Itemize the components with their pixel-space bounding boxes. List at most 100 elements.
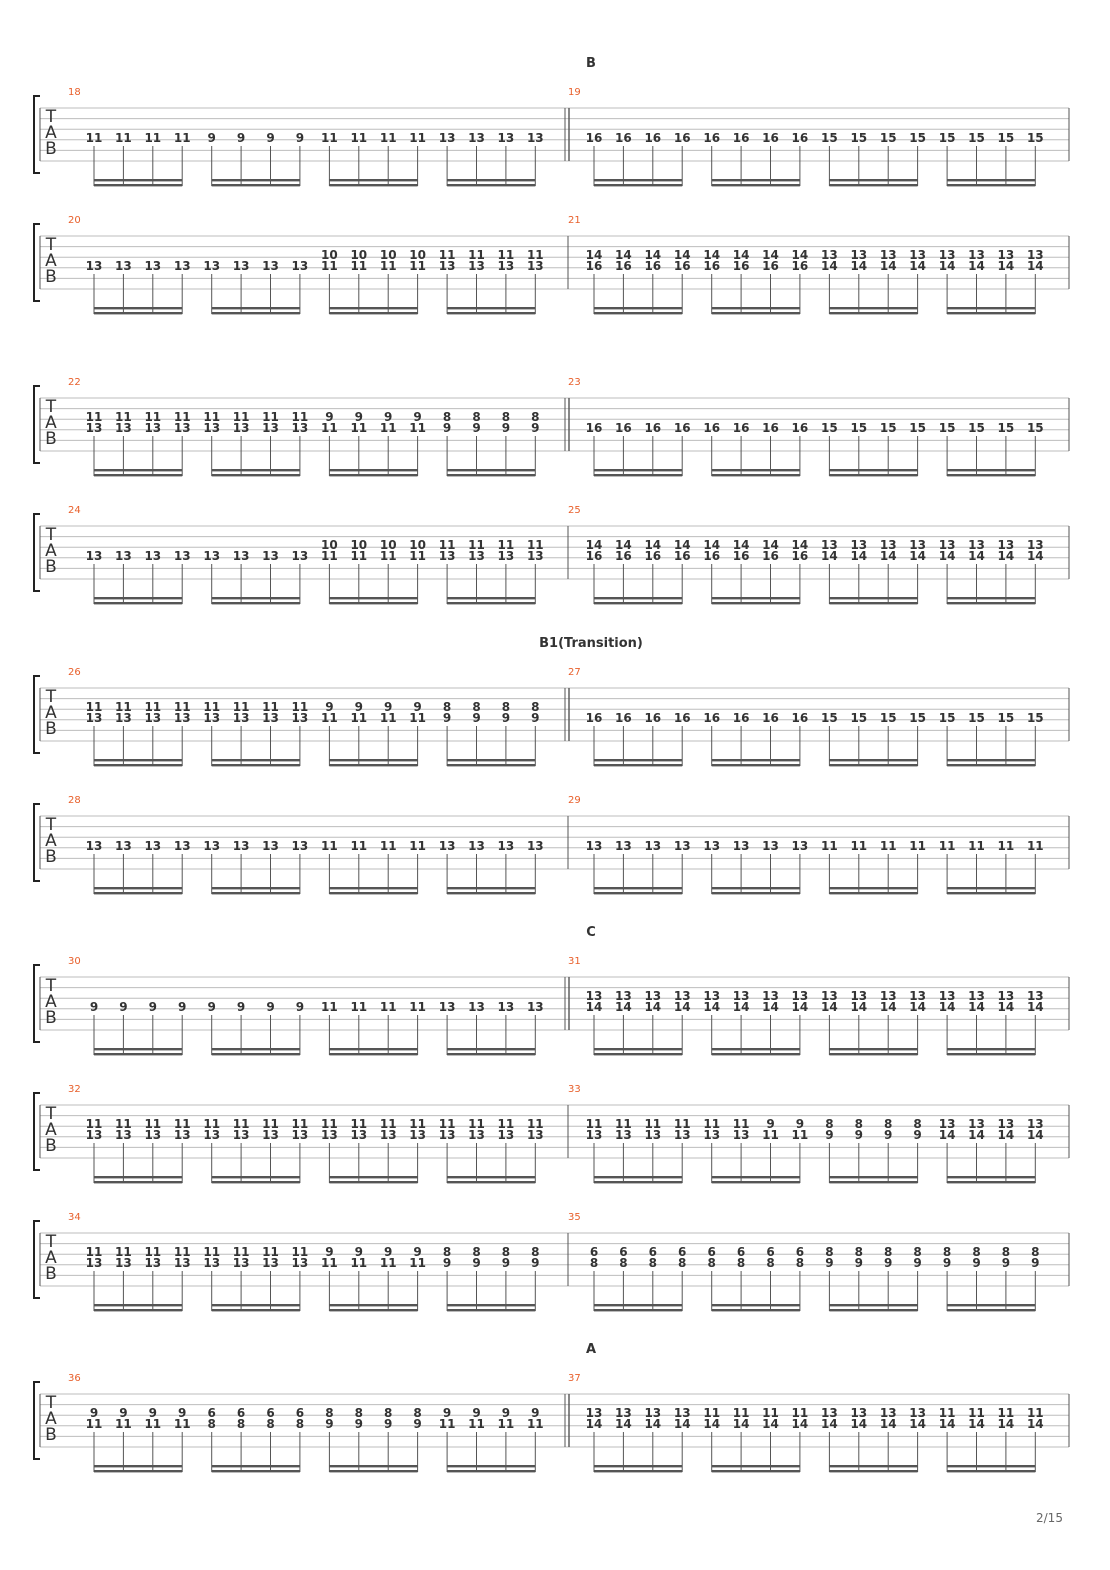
fret-number: 11 xyxy=(380,131,397,145)
fret-number: 11 xyxy=(703,1117,720,1131)
beam xyxy=(594,1465,683,1468)
fret-number: 16 xyxy=(644,131,661,145)
beam xyxy=(947,892,1036,895)
measure-number: 21 xyxy=(568,215,581,226)
beam xyxy=(594,1048,683,1051)
fret-number: 8 xyxy=(884,1245,892,1259)
beam xyxy=(947,312,1036,315)
beam xyxy=(447,1309,536,1312)
fret-number: 13 xyxy=(115,549,132,563)
fret-number: 11 xyxy=(115,1417,132,1431)
fret-number: 15 xyxy=(1027,131,1044,145)
fret-number: 9 xyxy=(325,1245,333,1259)
fret-number: 13 xyxy=(703,839,720,853)
fret-number: 8 xyxy=(1031,1245,1039,1259)
fret-number: 9 xyxy=(943,1256,951,1270)
fret-number: 8 xyxy=(502,700,510,714)
fret-number: 13 xyxy=(144,1256,161,1270)
system-bracket xyxy=(33,1220,40,1299)
beam xyxy=(211,1048,300,1051)
fret-number: 11 xyxy=(262,700,279,714)
beam xyxy=(329,597,418,600)
fret-number: 13 xyxy=(850,989,867,1003)
fret-number: 9 xyxy=(208,131,216,145)
fret-number: 13 xyxy=(233,421,250,435)
beam xyxy=(829,184,918,187)
fret-number: 9 xyxy=(384,1245,392,1259)
fret-number: 11 xyxy=(321,1256,338,1270)
beam xyxy=(594,1181,683,1184)
beam xyxy=(211,312,300,315)
fret-number: 14 xyxy=(939,1000,956,1014)
fret-number: 9 xyxy=(531,421,539,435)
fret-number: 14 xyxy=(939,549,956,563)
fret-number: 13 xyxy=(292,259,309,273)
beam xyxy=(211,759,300,762)
fret-number: 14 xyxy=(1027,549,1044,563)
fret-number: 14 xyxy=(615,1000,632,1014)
fret-number: 13 xyxy=(644,1406,661,1420)
fret-number: 9 xyxy=(443,1256,451,1270)
fret-number: 14 xyxy=(733,248,750,262)
fret-number: 13 xyxy=(468,259,485,273)
beam xyxy=(947,1181,1036,1184)
fret-number: 6 xyxy=(590,1245,598,1259)
fret-number: 15 xyxy=(850,421,867,435)
beam xyxy=(447,184,536,187)
tab-system: TAB2213111311131113111311131113111311119… xyxy=(33,377,1070,477)
fret-number: 11 xyxy=(233,1117,250,1131)
fret-number: 11 xyxy=(380,1256,397,1270)
fret-number: 9 xyxy=(413,1245,421,1259)
fret-number: 13 xyxy=(527,1000,544,1014)
fret-number: 11 xyxy=(203,700,220,714)
tab-clef-letter: T xyxy=(45,815,57,835)
fret-number: 13 xyxy=(939,989,956,1003)
fret-number: 13 xyxy=(203,1128,220,1142)
fret-number: 16 xyxy=(762,421,779,435)
measure-number: 28 xyxy=(68,795,81,806)
fret-number: 8 xyxy=(531,1245,539,1259)
fret-number: 15 xyxy=(880,711,897,725)
fret-number: 11 xyxy=(262,1117,279,1131)
fret-number: 13 xyxy=(1027,538,1044,552)
fret-number: 9 xyxy=(178,1406,186,1420)
fret-number: 16 xyxy=(733,131,750,145)
tab-clef-letter: A xyxy=(45,251,57,271)
fret-number: 13 xyxy=(674,1406,691,1420)
fret-number: 16 xyxy=(792,259,809,273)
fret-number: 13 xyxy=(292,839,309,853)
fret-number: 16 xyxy=(615,549,632,563)
tab-clef-letter: T xyxy=(45,1393,57,1413)
beam xyxy=(947,1176,1036,1179)
fret-number: 14 xyxy=(968,549,985,563)
fret-number: 11 xyxy=(498,1117,515,1131)
fret-number: 9 xyxy=(325,1417,333,1431)
fret-number: 13 xyxy=(880,1406,897,1420)
fret-number: 15 xyxy=(998,131,1015,145)
fret-number: 8 xyxy=(384,1406,392,1420)
fret-number: 11 xyxy=(174,1417,191,1431)
fret-number: 11 xyxy=(321,259,338,273)
fret-number: 13 xyxy=(86,711,103,725)
tab-clef-letter: B xyxy=(45,139,57,159)
fret-number: 13 xyxy=(733,839,750,853)
fret-number: 8 xyxy=(531,410,539,424)
measure-number: 26 xyxy=(68,667,81,678)
beam xyxy=(594,1304,683,1307)
beam xyxy=(947,1048,1036,1051)
fret-number: 13 xyxy=(909,989,926,1003)
beam xyxy=(211,1470,300,1473)
beam xyxy=(94,1053,183,1056)
fret-number: 16 xyxy=(762,259,779,273)
beam xyxy=(211,764,300,767)
beam xyxy=(711,1470,800,1473)
fret-number: 16 xyxy=(733,549,750,563)
beam xyxy=(329,312,418,315)
system-bracket xyxy=(33,95,40,174)
fret-number: 13 xyxy=(498,1000,515,1014)
beam xyxy=(94,759,183,762)
fret-number: 13 xyxy=(703,989,720,1003)
fret-number: 11 xyxy=(292,410,309,424)
fret-number: 13 xyxy=(292,1128,309,1142)
